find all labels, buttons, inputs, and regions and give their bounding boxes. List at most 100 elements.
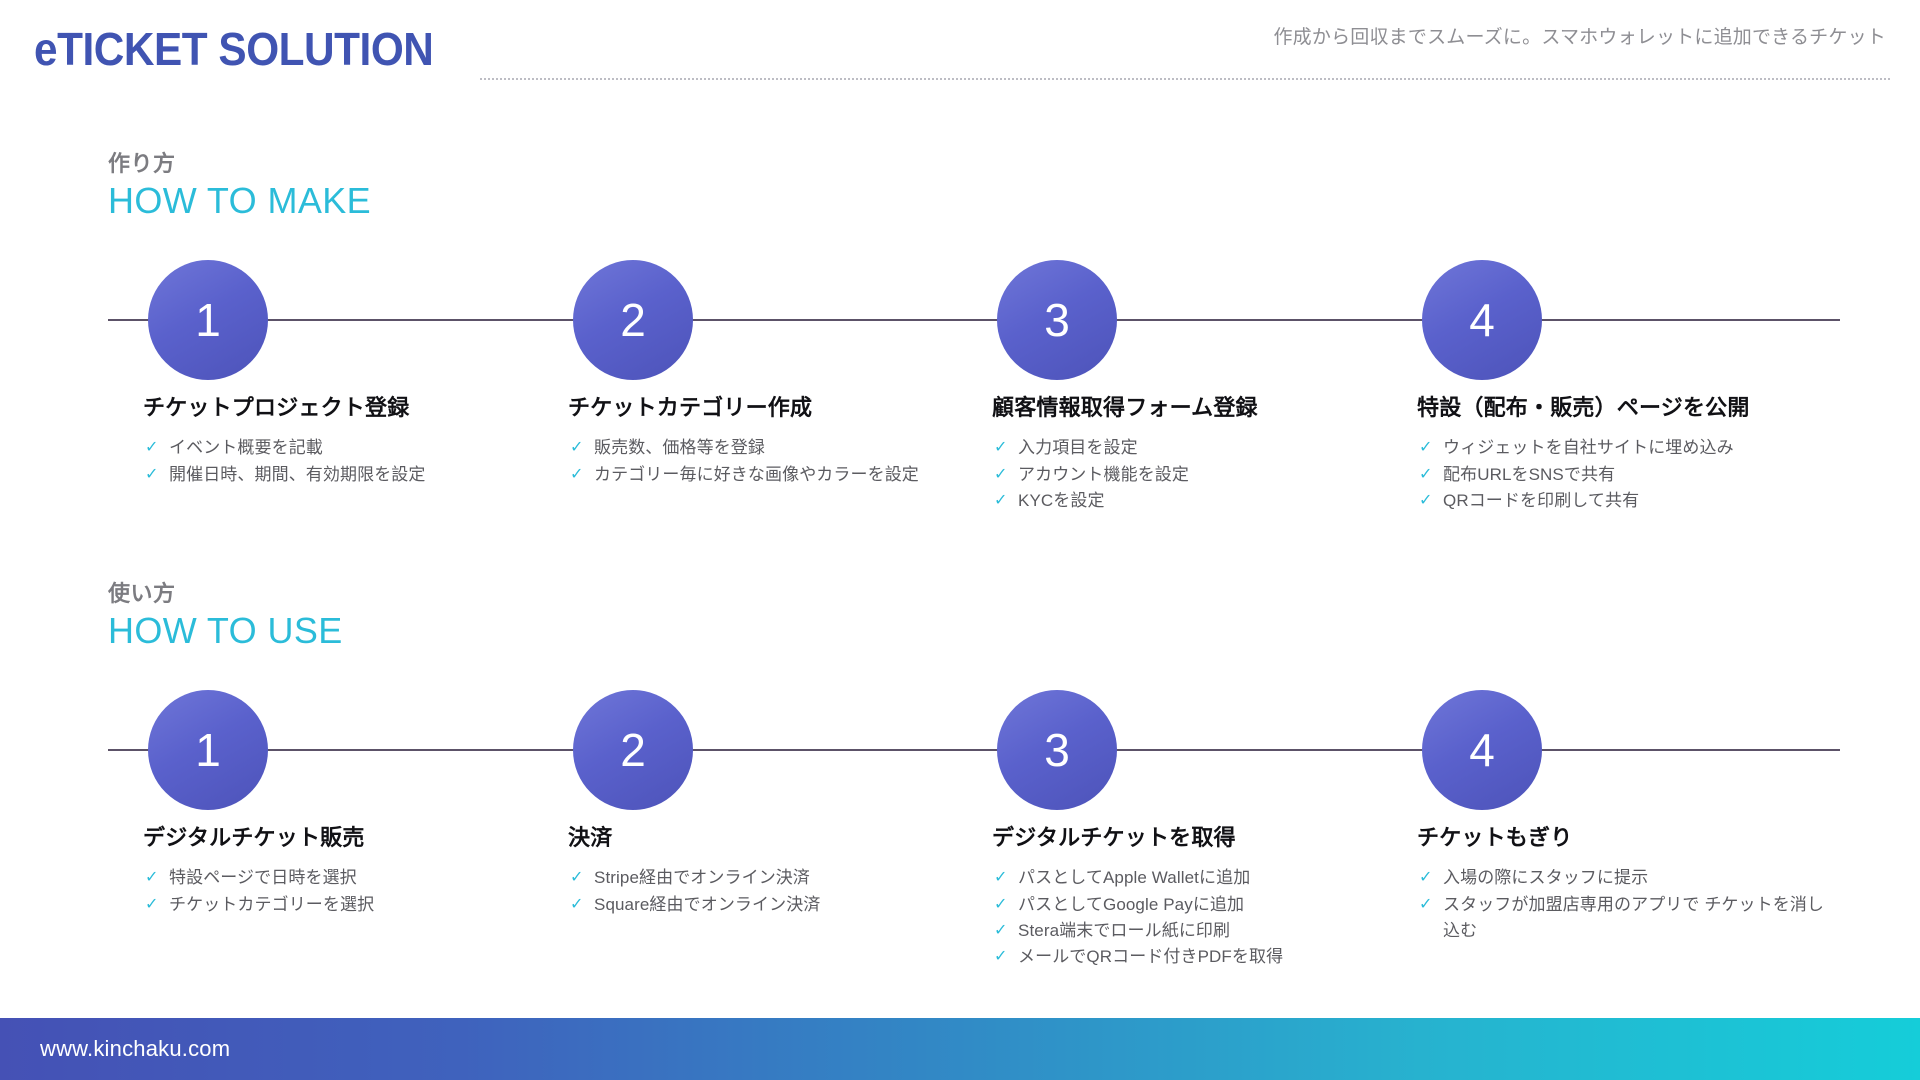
list-item-label: 入場の際にスタッフに提示 — [1443, 868, 1649, 888]
check-icon: ✓ — [994, 439, 1008, 457]
step-block-4: 特設（配布・販売）ページを公開 ✓ウィジェットを自社サイトに埋め込み ✓配布UR… — [1417, 395, 1827, 514]
timeline: 1 2 3 4 — [0, 690, 1920, 810]
step-feature-list: ✓ 入力項目を設定 ✓ アカウント機能を設定 ✓ KYCを設定 — [992, 435, 1402, 514]
check-icon: ✓ — [145, 869, 159, 887]
timeline-line — [108, 319, 1840, 321]
step-number: 4 — [1469, 294, 1495, 346]
section-heading: 使い方 HOW TO USE — [108, 580, 343, 651]
step-block-1: チケットプロジェクト登録 ✓ イベント概要を記載 ✓ 開催日時、期間、有効期限を設定 — [143, 395, 553, 488]
list-item-label: Stera端末でロール紙に印刷 — [1018, 921, 1231, 941]
header-tagline: 作成から回収までスムーズに。スマホウォレットに追加できるチケット — [1273, 27, 1886, 48]
list-item-label: QRコードを印刷して共有 — [1443, 491, 1640, 511]
list-item-label: ウィジェットを自社サイトに埋め込み — [1443, 438, 1734, 458]
list-item-label: パスとしてGoogle Payに追加 — [1018, 894, 1245, 914]
list-item-label: Stripe経由でオンライン決済 — [594, 868, 811, 888]
list-item: ✓ ウィジェットを自社サイトに埋め込み — [1417, 435, 1827, 461]
list-item-label: 特設ページで日時を選択 — [169, 868, 357, 888]
step-title: デジタルチケット販売 — [143, 825, 365, 850]
check-icon: ✓ — [994, 465, 1008, 483]
check-icon: ✓ — [994, 948, 1008, 966]
step-block-2: 決済 ✓Stripe経由でオンライン決済 ✓Square経由でオンライン決済 — [568, 825, 978, 918]
list-item: ✓ Stera端末でロール紙に印刷 — [992, 918, 1402, 944]
step-circle-2[interactable]: 2 — [573, 260, 693, 380]
step-feature-list: ✓ Stripe経由でオンライン決済 ✓ Square経由でオンライン決済 — [568, 865, 978, 918]
step-feature-list: ✓ 特設ページで日時を選択 ✓ チケットカテゴリーを選択 — [143, 865, 553, 918]
check-icon: ✓ — [1419, 439, 1433, 457]
list-item: ✓販売数、価格等を登録 — [568, 435, 978, 461]
step-block-3: 顧客情報取得フォーム登録 ✓入力項目を設定 ✓アカウント機能を設定 ✓KYCを設… — [992, 395, 1402, 514]
footer-url[interactable]: www.kinchaku.com — [40, 1036, 231, 1061]
check-icon: ✓ — [570, 465, 584, 483]
header-dotted-rule — [480, 76, 1890, 80]
list-item: ✓ 開催日時、期間、有効期限を設定 — [143, 462, 553, 488]
check-icon: ✓ — [994, 922, 1008, 940]
step-feature-list: ✓ ウィジェットを自社サイトに埋め込み ✓ 配布URLをSNSで共有 ✓ QRコードを… — [1417, 435, 1827, 514]
list-item: ✓ QRコードを印刷して共有 — [1417, 488, 1827, 514]
step-feature-list: ✓ 入場の際にスタッフに提示 ✓ スタッフが加盟店専用のアプリで チケットを消し込む — [1417, 865, 1827, 944]
list-item: ✓ 配布URLをSNSで共有 — [1417, 462, 1827, 488]
step-title: チケットプロジェクト登録 — [143, 395, 410, 420]
step-circle-1[interactable]: 1 — [148, 260, 268, 380]
check-icon: ✓ — [145, 895, 159, 913]
check-icon: ✓ — [994, 492, 1008, 510]
section-label-en: HOW TO MAKE — [108, 179, 372, 221]
list-item: ✓ Square経由でオンライン決済 — [568, 892, 978, 918]
list-item-label: カテゴリー毎に好きな画像やカラーを設定 — [594, 464, 919, 484]
step-number: 2 — [620, 724, 646, 776]
check-icon: ✓ — [145, 465, 159, 483]
list-item-label: パスとしてApple Walletに追加 — [1018, 868, 1251, 888]
list-item-label: チケットカテゴリーを選択 — [169, 894, 375, 914]
list-item-label: 販売数、価格等を登録 — [594, 438, 765, 458]
step-title: チケットカテゴリー作成 — [568, 395, 813, 420]
list-item-label: スタッフが加盟店専用のアプリで チケットを消し込む — [1443, 894, 1825, 941]
list-item-label: 入力項目を設定 — [1018, 438, 1138, 458]
check-icon: ✓ — [570, 869, 584, 887]
step-block-1: デジタルチケット販売 ✓ 特設ページで日時を選択 ✓ チケットカテゴリーを選択 — [143, 825, 553, 918]
brand-title: eTICKET SOLUTION — [34, 23, 434, 75]
check-icon: ✓ — [1419, 492, 1433, 510]
step-feature-list: ✓ イベント概要を記載 ✓ 開催日時、期間、有効期限を設定 — [143, 435, 553, 488]
check-icon: ✓ — [1419, 869, 1433, 887]
check-icon: ✓ — [1419, 895, 1433, 913]
list-item-label: Square経由でオンライン決済 — [594, 894, 821, 914]
check-icon: ✓ — [570, 895, 584, 913]
list-item-label: 配布URLをSNSで共有 — [1443, 464, 1616, 484]
step-number: 3 — [1044, 294, 1070, 346]
step-number: 4 — [1469, 724, 1495, 776]
check-icon: ✓ — [145, 439, 159, 457]
list-item: ✓ メールでQRコード付きPDFを取得 — [992, 944, 1402, 970]
page-footer: www.kinchaku.com — [0, 1018, 1920, 1080]
section-label-ja: 作り方 — [108, 151, 176, 176]
check-icon: ✓ — [994, 869, 1008, 887]
step-circle-4[interactable]: 4 — [1422, 690, 1542, 810]
step-feature-list: ✓販売数、価格等を登録 ✓ カテゴリー毎に好きな画像やカラーを設定 — [568, 435, 978, 488]
step-title: デジタルチケットを取得 — [992, 825, 1236, 850]
check-icon: ✓ — [1419, 465, 1433, 483]
list-item: ✓ Stripe経由でオンライン決済 — [568, 865, 978, 891]
step-number: 1 — [195, 294, 221, 346]
step-circle-4[interactable]: 4 — [1422, 260, 1542, 380]
list-item: ✓ スタッフが加盟店専用のアプリで チケットを消し込む — [1417, 892, 1827, 945]
list-item: ✓ チケットカテゴリーを選択 — [143, 892, 553, 918]
list-item-label: KYCを設定 — [1018, 491, 1105, 511]
list-item-label: アカウント機能を設定 — [1018, 464, 1189, 484]
page-header: eTICKET SOLUTION 作成から回収までスムーズに。スマホウォレットに… — [0, 0, 1920, 100]
list-item-label: 開催日時、期間、有効期限を設定 — [169, 464, 426, 484]
list-item-label: イベント概要を記載 — [169, 438, 323, 458]
list-item: ✓ KYCを設定 — [992, 488, 1402, 514]
step-circle-2[interactable]: 2 — [573, 690, 693, 810]
step-circle-3[interactable]: 3 — [997, 260, 1117, 380]
list-item-label: メールでQRコード付きPDFを取得 — [1018, 947, 1284, 967]
list-item: ✓ パスとしてApple Walletに追加 — [992, 865, 1402, 891]
section-label-ja: 使い方 — [108, 581, 176, 606]
step-number: 3 — [1044, 724, 1070, 776]
list-item: ✓ パスとしてGoogle Payに追加 — [992, 892, 1402, 918]
list-item: ✓ 入力項目を設定 — [992, 435, 1402, 461]
timeline-line — [108, 749, 1840, 751]
step-block-4: チケットもぎり ✓入場の際にスタッフに提示 ✓スタッフが加盟店専用のアプリで チ… — [1417, 825, 1827, 944]
list-item: ✓ 入場の際にスタッフに提示 — [1417, 865, 1827, 891]
step-circle-3[interactable]: 3 — [997, 690, 1117, 810]
step-circle-1[interactable]: 1 — [148, 690, 268, 810]
section-heading: 作り方 HOW TO MAKE — [108, 150, 371, 221]
check-icon: ✓ — [994, 895, 1008, 913]
